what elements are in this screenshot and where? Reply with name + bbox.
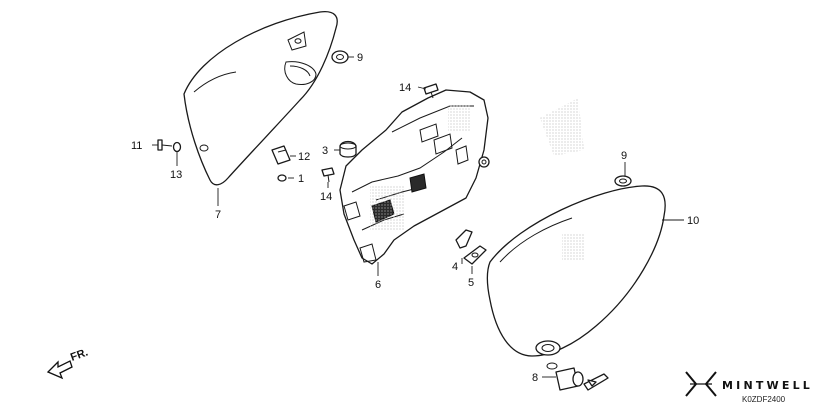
spring-clip bbox=[455, 229, 473, 249]
bolt bbox=[157, 139, 173, 151]
frame-grommet bbox=[478, 156, 490, 168]
callout-14-lower: 14 bbox=[320, 191, 332, 203]
callout-9-right: 9 bbox=[621, 150, 627, 162]
callout-7: 7 bbox=[215, 209, 221, 221]
callout-1: 1 bbox=[298, 173, 304, 185]
grommet-right bbox=[614, 175, 632, 187]
brand-logo-icon bbox=[685, 371, 717, 397]
callout-11: 11 bbox=[131, 140, 142, 152]
inner-frame-bracket bbox=[339, 89, 489, 265]
plate bbox=[463, 245, 487, 265]
callout-13: 13 bbox=[170, 169, 182, 181]
screw-upper bbox=[423, 83, 439, 99]
callout-10: 10 bbox=[687, 215, 699, 227]
rubber-mount bbox=[339, 140, 357, 158]
brand-name: MINTWELL bbox=[722, 379, 813, 392]
front-direction-arrow: FR. bbox=[46, 346, 90, 380]
callout-14-upper: 14 bbox=[399, 82, 411, 94]
leader-lines bbox=[152, 56, 684, 378]
screw-lower bbox=[321, 167, 335, 183]
callout-9-upper: 9 bbox=[357, 52, 363, 64]
key-lock bbox=[546, 362, 609, 391]
right-side-cover bbox=[486, 185, 666, 357]
callout-8: 8 bbox=[532, 372, 538, 384]
collar bbox=[277, 174, 287, 182]
clip bbox=[271, 145, 291, 165]
washer bbox=[172, 141, 182, 153]
callout-4: 4 bbox=[452, 261, 458, 273]
callout-5: 5 bbox=[468, 277, 474, 289]
grommet-upper bbox=[331, 50, 349, 64]
callout-12: 12 bbox=[298, 151, 310, 163]
shading-area bbox=[540, 98, 584, 156]
front-direction-label: FR. bbox=[69, 346, 90, 363]
callout-6: 6 bbox=[375, 279, 381, 291]
callout-3: 3 bbox=[322, 145, 328, 157]
brand-watermark: MINTWELL bbox=[685, 371, 813, 397]
diagram-code: K0ZDF2400 bbox=[742, 395, 786, 404]
left-side-cover bbox=[183, 10, 338, 186]
